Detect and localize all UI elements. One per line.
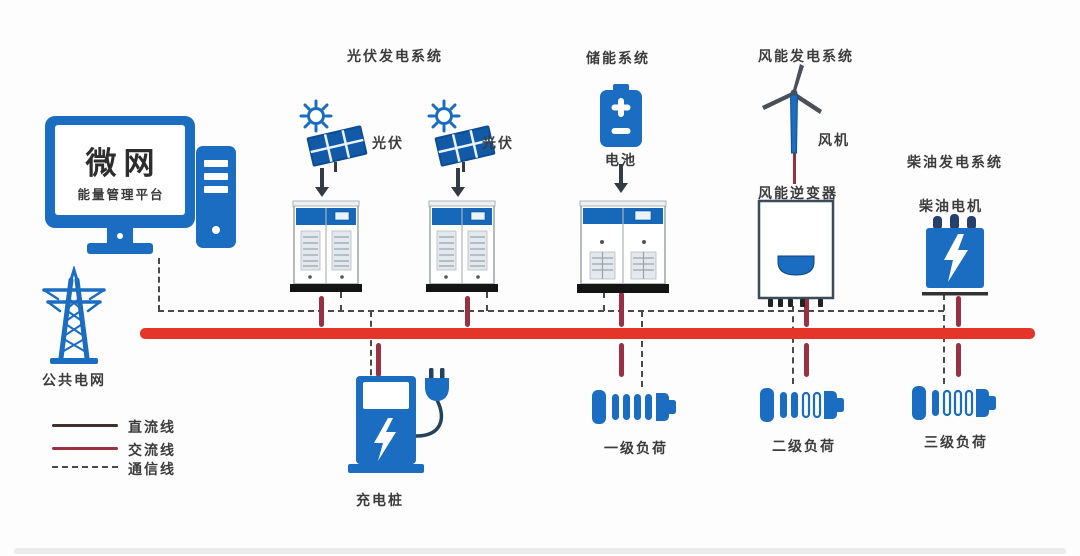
ac-line-storage-up [619,292,624,327]
comm-drop-diesel [943,294,945,384]
comm-bus-line [158,310,944,312]
monitor-stand-base [87,243,153,254]
pv-inverter-2-cabinet [426,200,498,293]
storage-converter-cabinet [577,200,669,293]
wind-system-title: 风能发电系统 [758,48,854,64]
pv-panel1-label: 光伏 [372,135,404,151]
legend-comm-line-sample [52,466,118,468]
load-secondary-icon [760,384,846,426]
battery-label: 电池 [605,152,637,168]
down-arrow-pv1-icon [315,168,329,197]
load-primary-label: 一级负荷 [604,440,668,456]
ac-bus-line [140,328,1035,339]
ac-line-diesel-up [956,296,961,327]
ac-line-charger [376,343,381,377]
ac-line-load3 [956,343,961,377]
pv-system-title: 光伏发电系统 [347,48,443,64]
comm-drop-pv1 [340,292,342,311]
wind-inverter-label: 风能逆变器 [758,185,838,201]
pv-panel2-label: 光伏 [482,135,514,151]
diesel-generator-label: 柴油电机 [919,198,983,214]
comm-drop-monitor [158,258,160,311]
ac-line-load1 [619,343,624,377]
pv-inverter-1-cabinet [290,200,362,293]
legend-dc-label: 直流线 [128,419,176,435]
legend-ac-label: 交流线 [128,442,176,458]
monitor-screen: 微网 能量管理平台 [55,125,185,215]
comm-drop-load1 [641,311,643,387]
wind-turbine-label: 风机 [818,132,850,148]
solar-panel-1-icon [296,98,374,174]
platform-monitor: 微网 能量管理平台 [45,116,195,228]
ac-line-pv1 [319,296,324,327]
legend-dc-line-sample [52,424,118,427]
load-secondary-label: 二级负荷 [772,438,836,454]
battery-icon [598,84,644,148]
public-grid-label: 公共电网 [42,372,106,388]
ac-line-pv2 [465,296,470,327]
ev-charger-icon [330,368,460,480]
platform-subtitle: 能量管理平台 [77,187,165,202]
wind-inverter-box [756,198,836,308]
platform-title: 微网 [85,145,162,181]
comm-drop-wind [792,306,794,384]
load-tertiary-icon [912,382,998,424]
legend-comm-label: 通信线 [128,461,176,477]
diesel-system-title: 柴油发电系统 [907,154,1003,170]
down-arrow-pv2-icon [451,168,465,197]
comm-drop-storage [603,292,605,311]
storage-system-title: 储能系统 [586,50,650,66]
wind-drop-line [793,152,796,184]
comm-drop-pv2 [486,292,488,311]
ev-charger-label: 充电桩 [356,492,404,508]
pc-tower-icon [196,146,236,248]
diesel-generator-icon [922,214,988,298]
load-primary-icon [592,386,678,428]
load-tertiary-label: 三级负荷 [924,434,988,450]
comm-drop-charger [370,311,372,385]
solar-panel-2-icon [424,98,502,174]
bottom-edge-bar [14,548,1066,554]
monitor-stand-neck [107,228,133,243]
ac-line-load2 [804,343,809,377]
down-arrow-battery-icon [614,164,628,193]
legend-ac-line-sample [52,447,118,450]
ac-line-wind-up [804,296,809,327]
wind-turbine-icon [752,62,842,154]
transmission-tower-icon [38,266,110,366]
